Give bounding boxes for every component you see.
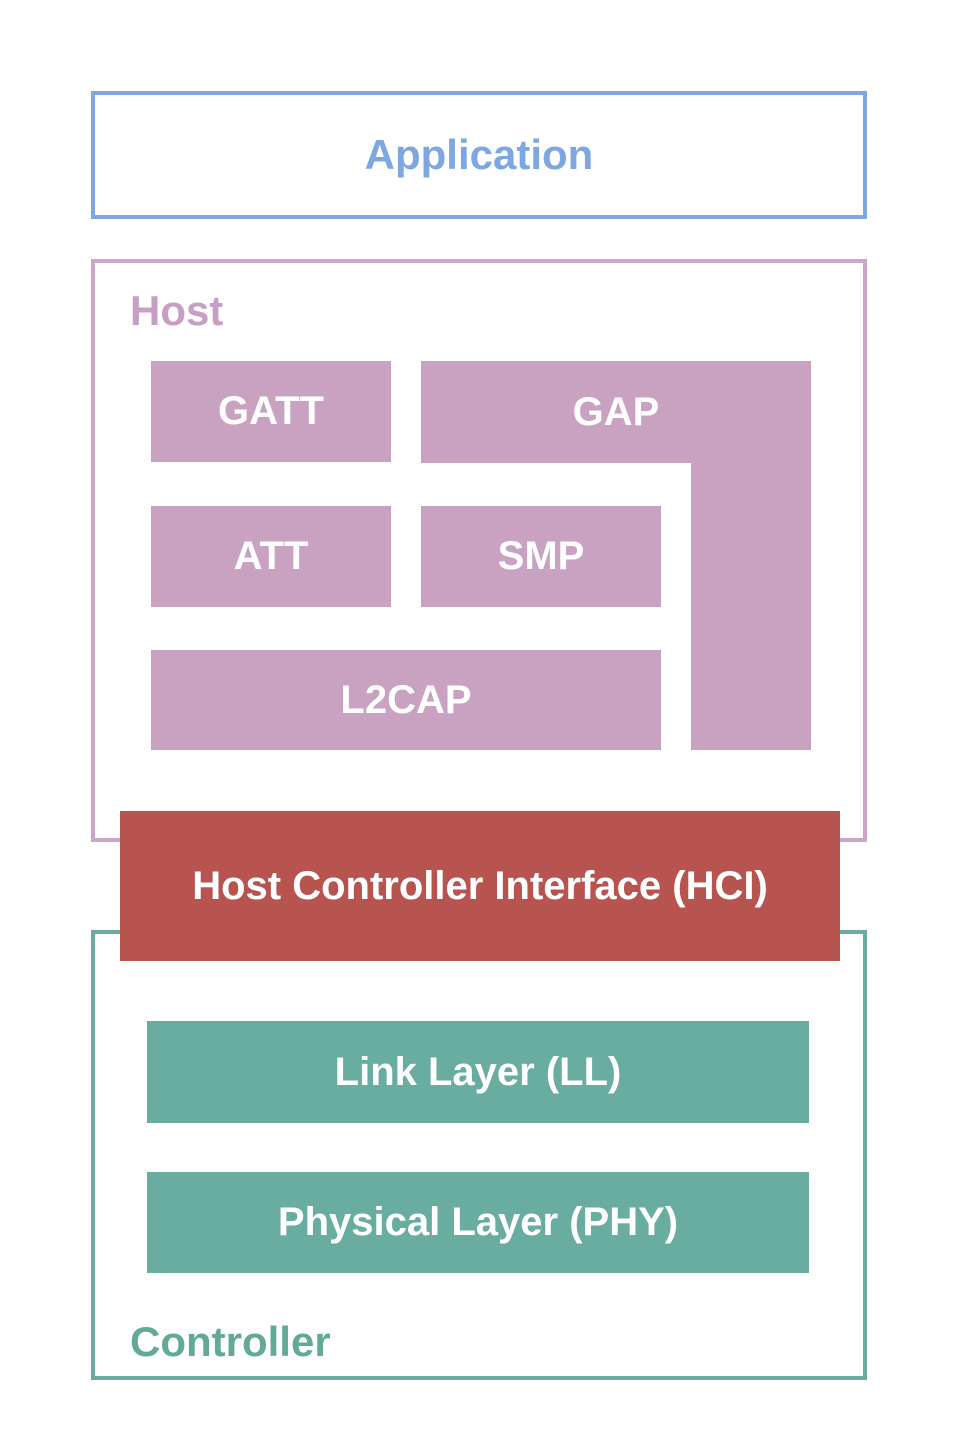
link-layer-label: Link Layer (LL) <box>334 1049 622 1094</box>
smp-label: SMP <box>497 534 585 578</box>
controller-label: Controller <box>130 1318 331 1365</box>
physical-layer-block: Physical Layer (PHY) <box>147 1172 809 1273</box>
host-label: Host <box>130 287 224 334</box>
gap-label: GAP <box>572 389 660 434</box>
l2cap-label: L2CAP <box>340 677 472 722</box>
application-box: Application <box>91 91 867 219</box>
gap-block: GAP <box>421 361 811 463</box>
gap-block-extension <box>691 462 811 750</box>
att-label: ATT <box>233 534 309 578</box>
controller-box: Link Layer (LL) Physical Layer (PHY) Con… <box>91 930 867 1380</box>
hci-block: Host Controller Interface (HCI) <box>120 811 840 961</box>
hci-label: Host Controller Interface (HCI) <box>192 863 768 908</box>
att-block: ATT <box>151 506 391 607</box>
physical-layer-label: Physical Layer (PHY) <box>277 1200 679 1244</box>
l2cap-block: L2CAP <box>151 650 661 750</box>
link-layer-block: Link Layer (LL) <box>147 1021 809 1123</box>
host-box: Host GATT GAP ATT SMP L2CAP <box>91 259 867 842</box>
application-label: Application <box>364 131 594 178</box>
gatt-block: GATT <box>151 361 391 462</box>
smp-block: SMP <box>421 506 661 607</box>
gatt-label: GATT <box>218 389 324 433</box>
